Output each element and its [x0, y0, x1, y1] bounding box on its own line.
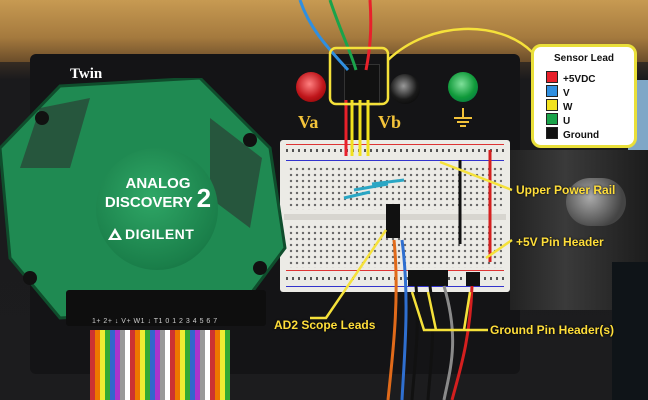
ad2-leads-pointer [310, 229, 388, 320]
ad2-flywires [90, 330, 230, 400]
gray-wire [442, 285, 455, 400]
legend-swatch [546, 71, 558, 83]
ad2-title: ANALOG DISCOVERY 2 [100, 175, 216, 213]
ad2-maker-row: DIGILENT [108, 226, 216, 242]
green-binding-post [448, 72, 478, 102]
five-volt-pin-header-label: +5V Pin Header [516, 235, 604, 249]
ad2-center-cap [96, 148, 218, 270]
legend-swatch [546, 113, 558, 125]
legend-label: U [563, 116, 571, 127]
upper-power-rail-label: Upper Power Rail [516, 183, 616, 197]
ad2-title-line2: DISCOVERY [104, 194, 193, 211]
legend-swatch [546, 85, 558, 97]
blue-sensor-wire [298, 0, 350, 72]
legend-label: W [563, 102, 573, 113]
jumper-blue-1 [343, 190, 371, 200]
ground-pointer-1 [410, 291, 488, 332]
brand-text: Twin [70, 66, 103, 82]
legend-item: U [546, 113, 571, 127]
laptop-edge [612, 262, 648, 400]
legend-item: +5VDC [546, 71, 596, 85]
upper-rail-blue-line [286, 160, 504, 161]
legend-item: V [546, 85, 570, 99]
ad2-pin-header [66, 290, 266, 326]
jumper-blue-2 [353, 182, 389, 192]
ground-pointer-2 [426, 291, 438, 331]
motor-shaft [566, 178, 626, 226]
ground-symbol-icon [454, 108, 472, 127]
sensor-connector [344, 64, 380, 106]
legend-title: Sensor Lead [553, 53, 615, 64]
va-label: Va [298, 112, 319, 132]
orange-scope-wire [386, 239, 398, 400]
red-binding-post [296, 72, 326, 102]
legend-label: Ground [563, 130, 600, 141]
ad2-title-number: 2 [196, 183, 212, 213]
ground-wire-1 [410, 285, 419, 400]
red-sensor-wire [364, 0, 373, 71]
connector-callout-box [328, 46, 390, 106]
five-volt-pointer [485, 238, 513, 260]
blue-scope-wire [400, 239, 408, 400]
legend-item: W [546, 99, 573, 113]
legend-swatch [546, 127, 558, 139]
legend-swatch [546, 99, 558, 111]
jumper-blue-3 [371, 178, 405, 186]
ground-header [408, 270, 448, 286]
ground-wire-2 [426, 285, 435, 400]
upper-power-rail [286, 144, 504, 158]
ground-pin-headers-label: Ground Pin Header(s) [490, 323, 615, 337]
ad2-maker: DIGILENT [125, 226, 195, 242]
sensor-lead-legend: Sensor Lead +5VDC V W U Ground [531, 44, 637, 148]
ad2-scope-leads-label: AD2 Scope Leads [274, 318, 376, 332]
connector-callout-arc [387, 27, 533, 61]
legend-item: Ground [546, 127, 600, 141]
digilent-logo-icon [108, 228, 122, 240]
scope-header [386, 204, 400, 238]
ad2-title-line1: ANALOG [125, 175, 191, 192]
ad2-pin-labels: 1+ 2+ ↓ V+ W1 ↓ T1 0 1 2 3 4 5 6 7 [92, 318, 218, 325]
vb-label: Vb [378, 112, 402, 132]
upper-rail-pointer [439, 160, 513, 192]
five-volt-header [466, 272, 480, 286]
ground-pointer-3 [462, 291, 472, 331]
legend-label: +5VDC [563, 74, 596, 85]
legend-label: V [563, 88, 570, 99]
black-binding-post [390, 74, 420, 104]
green-sensor-wire [328, 0, 358, 71]
red-5v-wire [450, 285, 474, 400]
